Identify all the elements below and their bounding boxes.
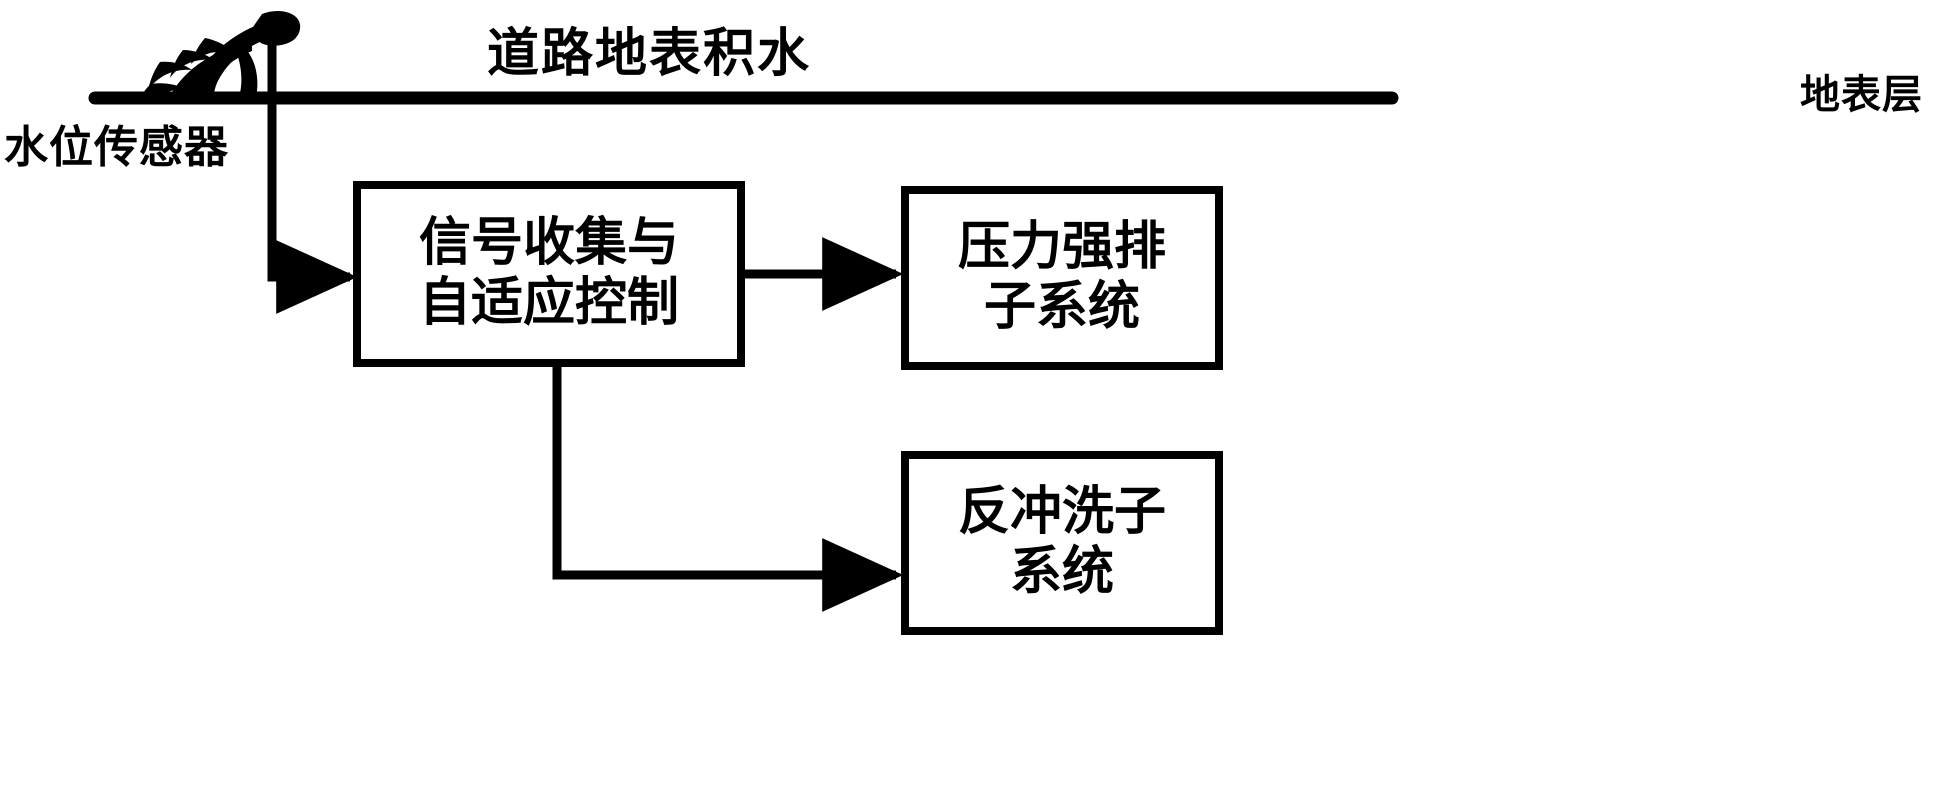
- sensor-to-control-connector: [267, 22, 358, 314]
- box-backwash-line2: 系统: [1009, 542, 1114, 602]
- box-backwash-subsystem[interactable]: [901, 451, 1223, 635]
- control-to-backwash-connector: [552, 363, 904, 612]
- box-pressure-forced-drainage-subsystem[interactable]: [901, 186, 1223, 370]
- box-control-line1: 信号收集与: [418, 213, 679, 274]
- box-control-line2: 自适应控制: [418, 273, 679, 333]
- box-pump-line2: 子系统: [983, 277, 1140, 337]
- water-level-sensor-label: 水位传感器: [4, 122, 229, 173]
- surface-layer-label: 地表层: [1800, 72, 1923, 118]
- box-backwash-label: 反冲洗子 系统: [905, 455, 1219, 631]
- box-pump-line1: 压力强排: [957, 217, 1166, 278]
- box-backwash-line1: 反冲洗子: [957, 482, 1166, 543]
- box-control-label: 信号收集与 自适应控制: [357, 185, 741, 363]
- water-level-sensor-icon: [140, 10, 301, 100]
- road-surface-ponding-label: 道路地表积水: [487, 24, 812, 84]
- box-pump-label: 压力强排 子系统: [905, 190, 1219, 366]
